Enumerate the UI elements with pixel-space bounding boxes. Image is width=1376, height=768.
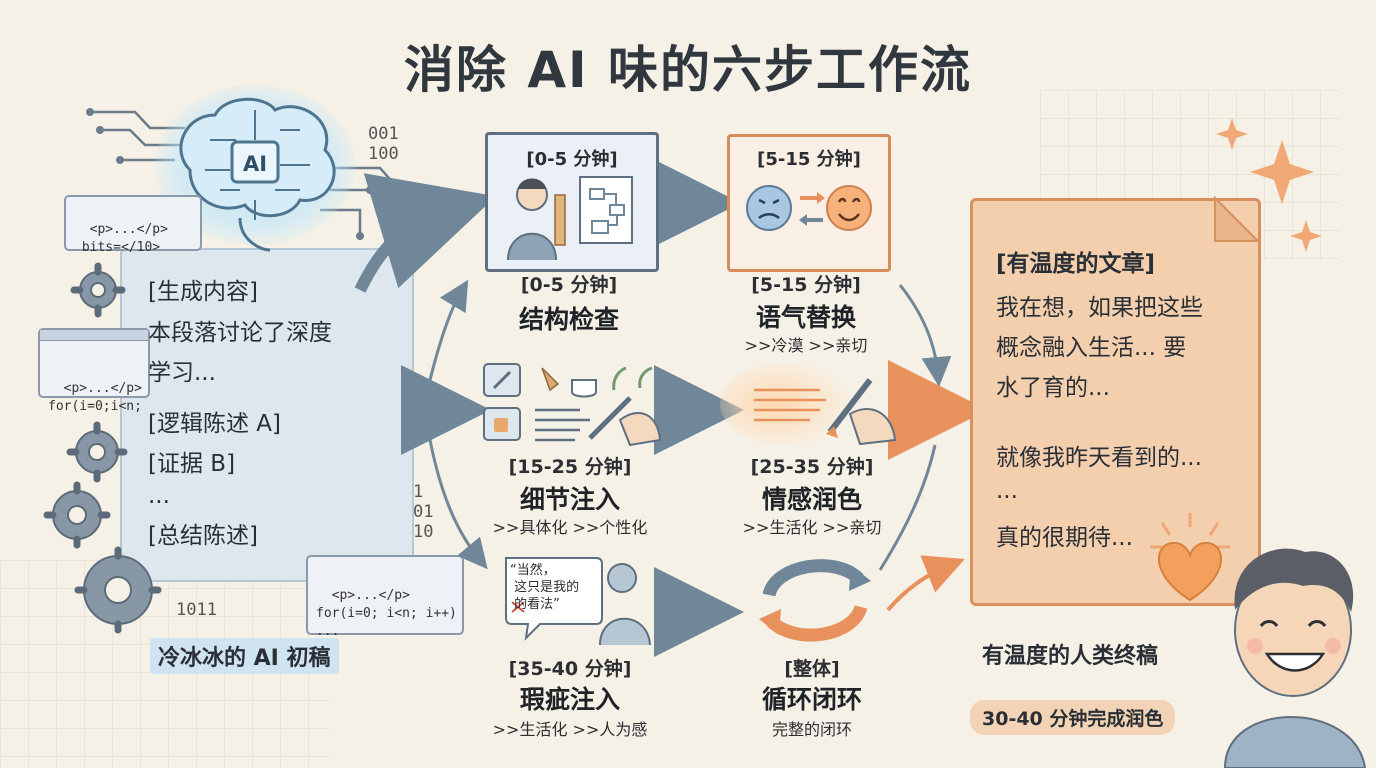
smiling-person-illustration xyxy=(1223,548,1367,768)
draft-line-2: 本段落讨论了深度 xyxy=(148,320,332,346)
tone-title: 语气替换 xyxy=(755,303,856,332)
flaw-title: 瑕疵注入 xyxy=(519,685,620,714)
code-snippet-2: <p>...</p> for(i=0;i<n; xyxy=(38,328,150,414)
article-line-1: 我在想，如果把这些 xyxy=(996,295,1203,321)
loop-sub: 完整的闭环 xyxy=(771,720,852,739)
draft-line-7: [总结陈述] xyxy=(148,523,258,549)
detail-title: 细节注入 xyxy=(519,485,620,514)
flaw-quote: “当然， 这只是我的 的看法” xyxy=(510,563,580,612)
flaw-time: [35-40 分钟] xyxy=(508,658,632,680)
draft-line-6: ... xyxy=(148,483,170,509)
article-line-4: 就像我昨天看到的... xyxy=(996,445,1202,471)
final-caption: 有温度的人类终稿 xyxy=(982,644,1159,669)
article-line-3: 水了育的... xyxy=(996,375,1110,401)
code-snippet-2-text: <p>...</p> for(i=0;i<n; xyxy=(48,381,142,414)
mood-swap-icon xyxy=(746,185,872,231)
code-snippet-1-text: <p>...</p> bits=</10> xyxy=(81,222,168,255)
heart-icon xyxy=(1150,513,1230,602)
brain-label: AI xyxy=(243,152,267,176)
warm-article-card xyxy=(970,198,1261,606)
time-badge: 30-40 分钟完成润色 xyxy=(970,700,1176,735)
cycle-arrows-icon xyxy=(759,559,871,642)
draft-line-4: [逻辑陈述 A] xyxy=(148,411,281,437)
article-line-2: 概念融入生活... 要 xyxy=(996,335,1187,361)
detail-injection-icon xyxy=(483,363,662,447)
binary-bottom: 1011 xyxy=(176,600,217,620)
code-snippet-3: <p>...</p> for(i=0; i<n; i++) ... xyxy=(306,555,464,639)
emotion-title: 情感润色 xyxy=(761,485,862,514)
draft-line-3: 学习... xyxy=(148,360,216,386)
structure-title: 结构检查 xyxy=(518,305,619,334)
detail-time: [15-25 分钟] xyxy=(508,456,632,478)
structure-time-top: [0-5 分钟] xyxy=(526,149,618,170)
speech-bubble-icon xyxy=(505,557,651,646)
sparkle-icons xyxy=(1216,118,1322,252)
article-line-6: 真的很期待... xyxy=(996,525,1133,551)
draft-caption: 冷冰冰的 AI 初稿 xyxy=(150,638,339,674)
tone-time: [5-15 分钟] xyxy=(751,274,861,296)
tone-time-top: [5-15 分钟] xyxy=(757,149,861,170)
tone-sub: >>冷漠 >>亲切 xyxy=(744,336,868,355)
loop-time: [整体] xyxy=(784,658,840,680)
emotion-polish-icon xyxy=(720,362,897,446)
person-reviewing-icon xyxy=(507,176,633,261)
structure-time: [0-5 分钟] xyxy=(520,274,618,296)
ai-draft-card xyxy=(120,248,414,582)
draft-line-1: [生成内容] xyxy=(148,279,258,305)
binary-mid: 1 01 10 xyxy=(413,482,434,542)
binary-top: 001 100 xyxy=(368,124,399,164)
article-header: [有温度的文章] xyxy=(996,251,1156,277)
code-snippet-3-text: <p>...</p> for(i=0; i<n; i++) ... xyxy=(316,588,457,639)
emotion-time: [25-35 分钟] xyxy=(750,456,874,478)
detail-sub: >>具体化 >>个性化 xyxy=(492,518,648,537)
code-snippet-1: <p>...</p> bits=</10> xyxy=(64,195,202,255)
loop-title: 循环闭环 xyxy=(761,685,862,714)
page-title: 消除 AI 味的六步工作流 xyxy=(403,41,973,99)
emotion-sub: >>生活化 >>亲切 xyxy=(742,518,882,537)
brain-icon: AI xyxy=(155,85,355,252)
flaw-sub: >>生活化 >>人为感 xyxy=(492,720,648,739)
draft-line-5: [证据 B] xyxy=(148,451,236,477)
page-corner-fold xyxy=(1214,195,1261,242)
article-line-5: ... xyxy=(996,478,1018,504)
